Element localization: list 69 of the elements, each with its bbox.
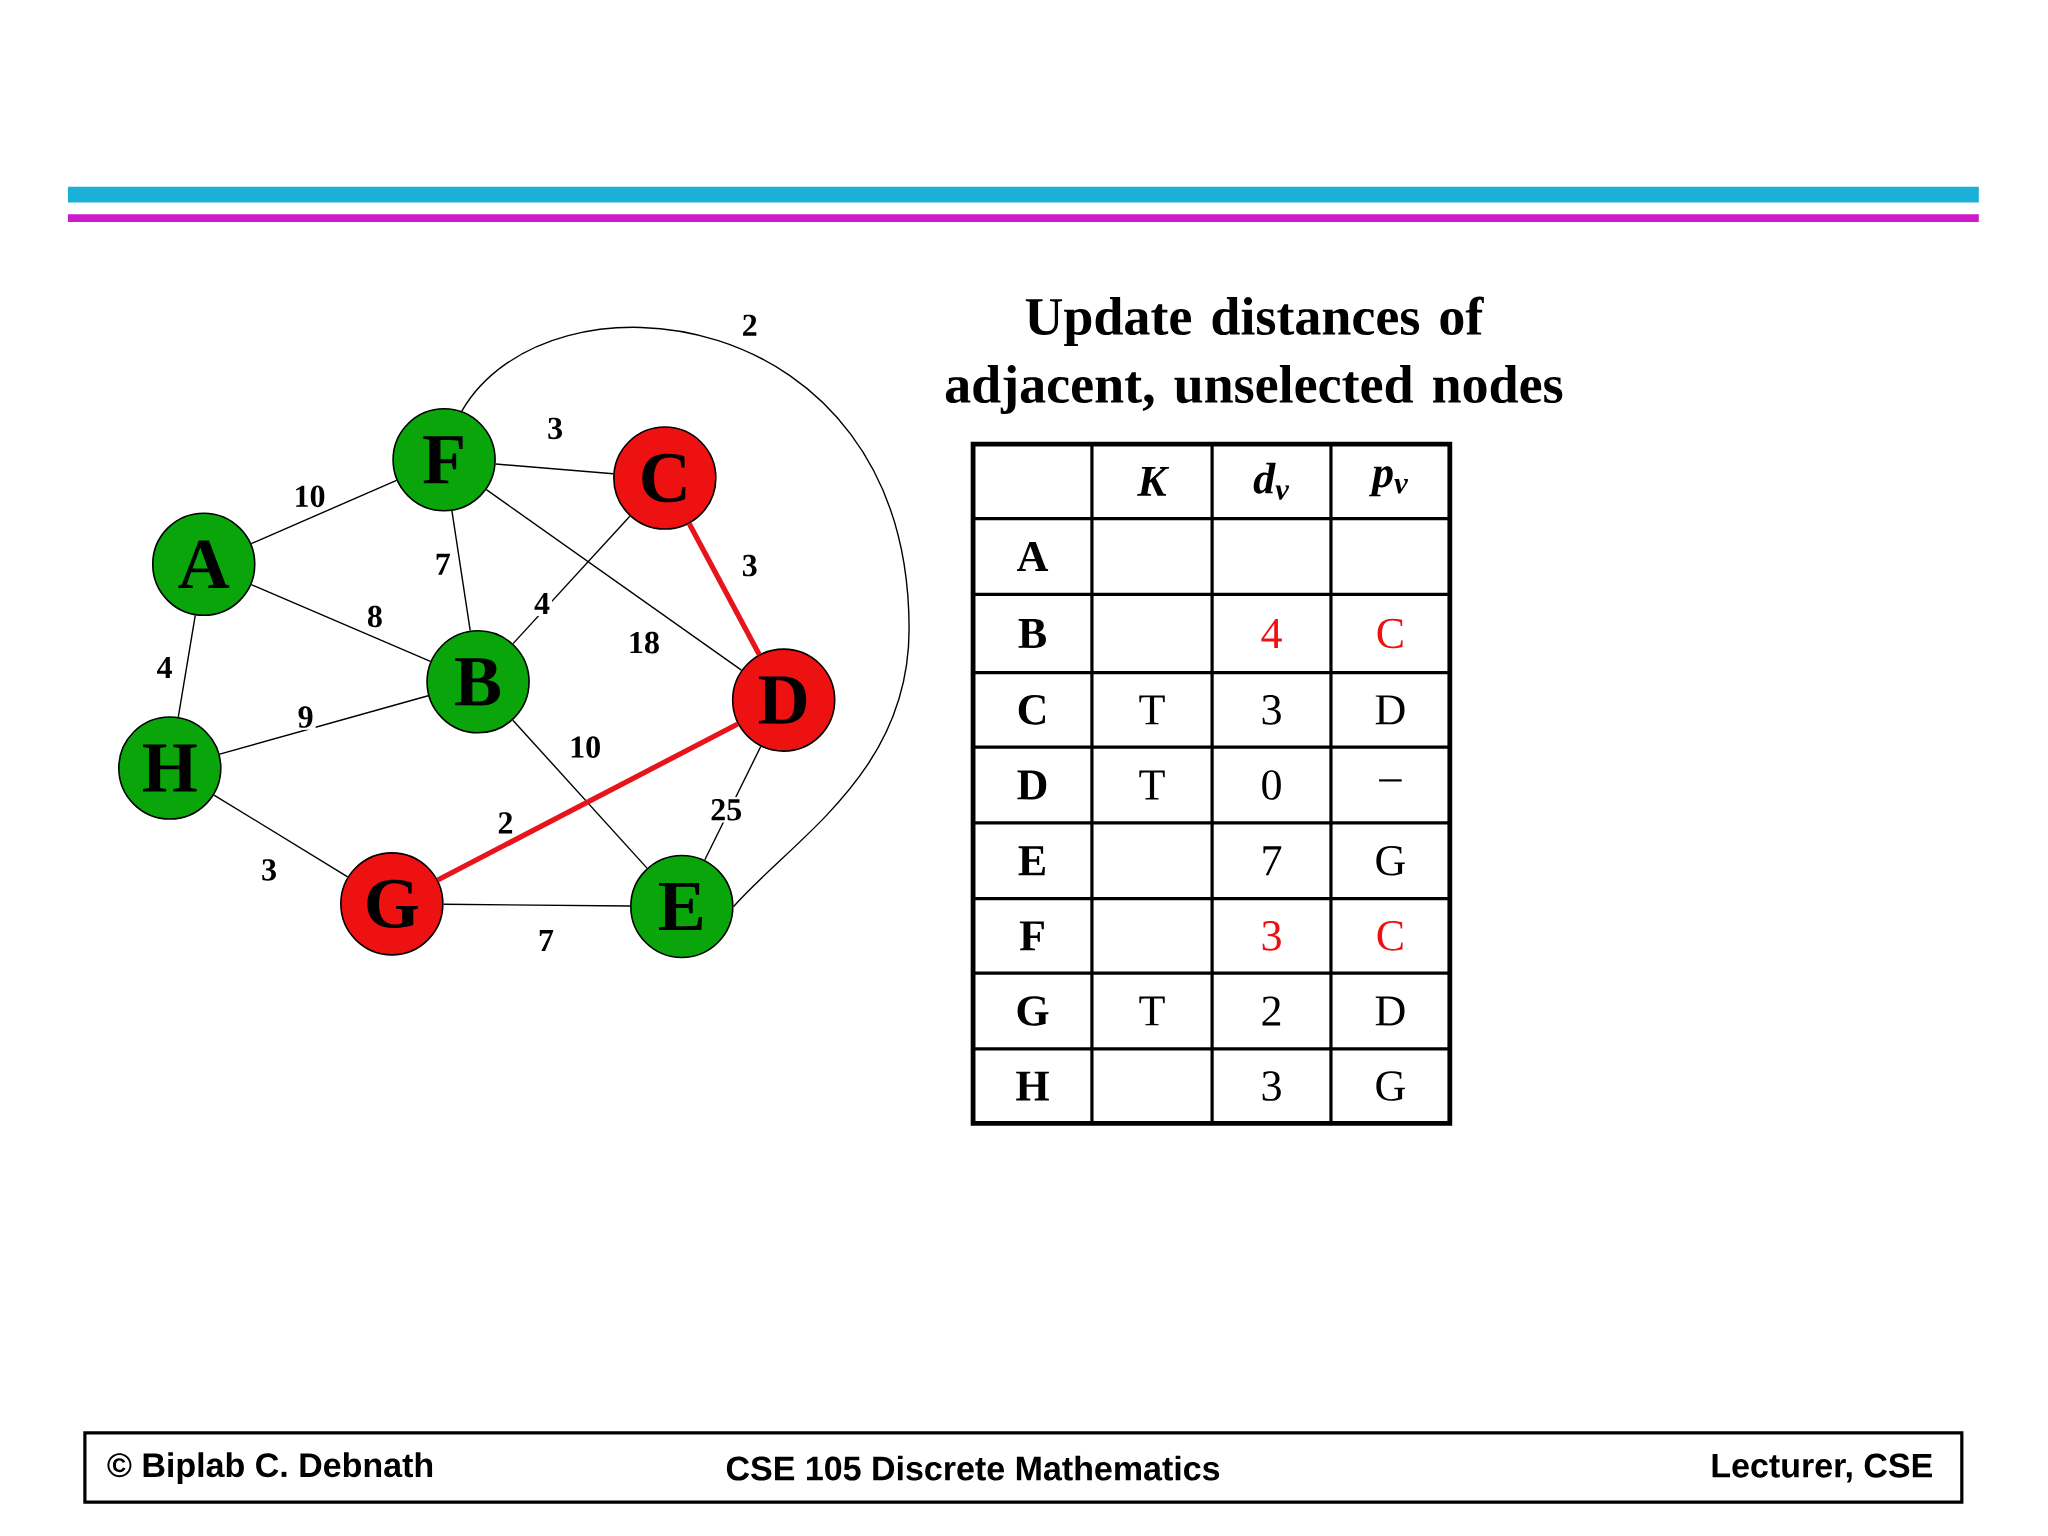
graph-vertex: D	[731, 648, 836, 752]
table-cell-text: T	[1139, 996, 1165, 1026]
edge-line	[485, 489, 743, 671]
edge-line	[442, 903, 631, 907]
table-cell-text: p$_{v}$	[1368, 466, 1408, 497]
graph-vertex: C	[613, 426, 717, 530]
table-cell-text: D	[1375, 695, 1405, 725]
footer-text: Lecturer, CSE	[1712, 1453, 1932, 1483]
edge-line	[495, 463, 614, 475]
table-cell-text: G	[1017, 996, 1049, 1026]
table-cell-text: d$_{v}$	[1253, 462, 1290, 500]
edge-label: 8	[364, 603, 385, 630]
footer-text: CSE 105 Discrete Mathematics	[726, 1455, 1220, 1481]
graph-vertex: B	[426, 630, 530, 734]
edge-label: 9	[295, 704, 316, 730]
edge-line	[512, 515, 631, 645]
edge-line	[219, 695, 429, 755]
table-cell-text: D	[1375, 996, 1405, 1026]
edge-label: 10	[291, 483, 328, 510]
title: Update distances of adjacent, unselected nodes	[945, 296, 1563, 415]
table-cell-text: –	[1379, 779, 1402, 782]
edge-label: 18	[625, 629, 662, 656]
table-cell-text: 4	[1261, 619, 1282, 648]
table-cell-text: H	[1016, 1071, 1049, 1101]
edge-line	[512, 719, 648, 869]
edge-label: 3	[259, 857, 280, 883]
graph-vertex: H	[118, 716, 222, 820]
edge-label: 7	[432, 551, 453, 577]
table-cell-text: 3	[1262, 921, 1281, 951]
graph-vertex: G	[340, 852, 444, 956]
table-cell-text: 3	[1262, 1071, 1281, 1101]
table-cell-text: C	[1018, 695, 1046, 725]
edge-line	[250, 479, 398, 545]
table-cell-text: 7	[1263, 846, 1282, 876]
footer-text: © Biplab C. Debnath	[107, 1452, 433, 1484]
edge-line	[686, 522, 762, 656]
edge-line	[213, 794, 349, 878]
graph-vertex: E	[630, 854, 734, 959]
edge-label: 25	[708, 797, 745, 823]
table-cell-text: D	[1017, 770, 1047, 800]
table-cell-text: G	[1376, 1071, 1405, 1101]
table-cell-text: G	[1376, 845, 1405, 876]
graph-vertex: F	[392, 407, 496, 512]
table-cell-text: A	[1017, 541, 1049, 571]
table-cell-text: F	[1019, 921, 1044, 951]
edge-line	[177, 614, 196, 718]
table-cell-text: 0	[1262, 770, 1281, 800]
table-cell-text: 3	[1262, 695, 1281, 725]
table-cell-text: C	[1377, 618, 1403, 649]
table-cell-text: B	[1018, 619, 1046, 648]
table-cell-text: K	[1137, 466, 1170, 496]
edge-label: 10	[567, 734, 604, 760]
edge-line	[250, 583, 432, 663]
table-cell-text: T	[1139, 695, 1165, 725]
table-cell-text: 2	[1262, 996, 1281, 1026]
table-cell-text: E	[1018, 846, 1045, 876]
edge-label: 3	[545, 415, 566, 442]
edge-label: 3	[739, 552, 760, 579]
table-cell-text: C	[1377, 921, 1403, 951]
edge-line	[436, 721, 739, 883]
edge-label: 2	[739, 312, 760, 338]
edge-line	[451, 510, 471, 632]
edge-line	[461, 327, 910, 908]
graph-vertex: A	[151, 512, 256, 617]
edge-label: 7	[535, 927, 556, 953]
edge-label: 4	[532, 590, 553, 616]
edge-label: 4	[154, 654, 175, 680]
edge-label: 2	[495, 810, 516, 836]
table-cell-text: T	[1139, 770, 1165, 800]
